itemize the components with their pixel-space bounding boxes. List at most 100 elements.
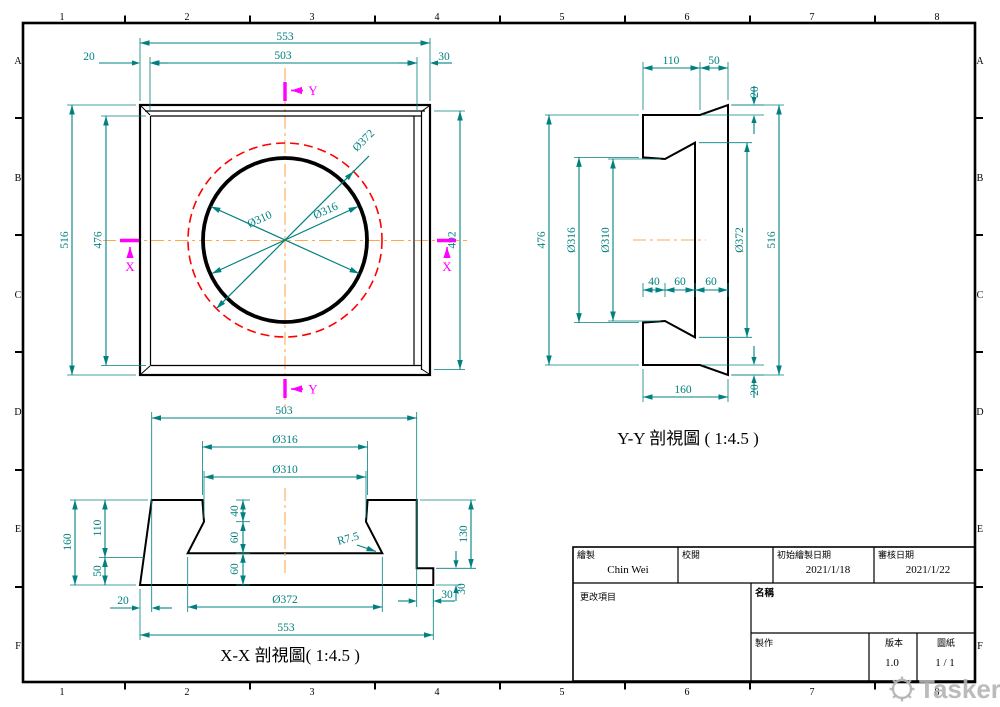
zone-col-label: 2	[185, 687, 190, 698]
zone-col-label: 6	[685, 687, 690, 698]
sheet-border: 1 2 3 4 5 6 7 8 1 2 3 4 5 6 7 8 A B C D …	[14, 12, 984, 698]
yy-part-outline	[642, 103, 729, 377]
dim-503-label: 503	[274, 50, 292, 62]
review-date-value: 2021/1/22	[906, 564, 951, 576]
zone-row-label: E	[977, 524, 983, 535]
sheet-number-value: 1 / 1	[935, 657, 955, 669]
xx-dim-dia310: Ø310	[203, 464, 367, 518]
dim-30-horizontal-label: 30	[441, 589, 453, 601]
dim-dia316-label: Ø316	[566, 227, 578, 253]
zone-col-label: 5	[560, 12, 565, 23]
dim-476-label: 476	[93, 231, 105, 249]
dim-40-label: 40	[229, 505, 241, 517]
section-x-left-label: X	[125, 259, 135, 274]
dim-dia372-label: Ø372	[734, 227, 746, 253]
dim-130-label: 130	[458, 525, 470, 543]
zone-col-label: 1	[60, 687, 65, 698]
zone-col-label: 1	[60, 12, 65, 23]
dim-60-label: 60	[229, 532, 241, 544]
dim-dia310-label: Ø310	[600, 227, 612, 253]
dim-30-vertical-label: 30	[456, 583, 468, 595]
zone-row-label: F	[977, 641, 983, 652]
yy-dim-dia316: Ø316	[566, 156, 639, 324]
dim-553-label: 553	[277, 622, 295, 634]
flange-outer-edge	[138, 103, 432, 377]
review-date-label: 審核日期	[878, 549, 914, 560]
xx-dim-30-step-vertical: 30	[436, 551, 468, 601]
plan-dim-30: 30	[399, 51, 452, 66]
dim-dia310-label: Ø310	[246, 209, 274, 230]
title-block-grid	[573, 547, 975, 681]
yy-dim-dia310: Ø310	[600, 158, 661, 322]
yy-dim-516: 516	[732, 104, 784, 376]
plan-dim-20: 20	[83, 51, 168, 66]
dim-40-label: 40	[648, 276, 660, 288]
xx-dim-503: 503	[151, 405, 418, 612]
zone-row-label: C	[15, 290, 22, 301]
dim-dia310-label: Ø310	[272, 464, 298, 476]
radius-r75-label: R7.5	[336, 530, 361, 547]
plan-outline	[138, 103, 432, 377]
dim-30-label: 30	[438, 51, 450, 63]
xx-dim-30-step-horizontal: 30	[398, 589, 455, 607]
zone-row-label: B	[15, 173, 22, 184]
title-block: 繪製 Chin Wei 校閱 初始繪製日期 2021/1/18 審核日期 202…	[572, 546, 976, 682]
zone-row-label: F	[15, 641, 21, 652]
dim-20-label: 20	[83, 51, 95, 63]
xx-dim-20: 20	[110, 589, 172, 640]
watermark-text: Tasker	[919, 674, 1000, 704]
zone-col-label: 7	[810, 12, 815, 23]
xx-radius-callout: R7.5	[336, 530, 377, 553]
zone-col-label: 6	[685, 12, 690, 23]
dim-20-label: 20	[117, 595, 129, 607]
bore-circle	[201, 156, 369, 324]
zone-col-label: 3	[310, 687, 315, 698]
zone-row-label: D	[14, 407, 21, 418]
dim-516-label: 516	[59, 231, 71, 249]
title-block-frame	[572, 546, 976, 682]
yy-dim-40-60-60: 40 60 60	[642, 276, 729, 297]
xx-dim-40-60-60: 40 60 60	[229, 499, 250, 586]
zone-col-label: 8	[935, 687, 940, 698]
section-x-right-label: X	[442, 259, 452, 274]
dim-60-label: 60	[229, 563, 241, 575]
top-view: Ø310 Ø316 Ø372 553 503 20 30 516 476 492	[59, 31, 467, 407]
dim-dia372-label: Ø372	[351, 127, 378, 154]
zone-ticks	[15, 15, 983, 690]
initial-date-label: 初始繪製日期	[777, 549, 831, 560]
name-label: 名稱	[755, 587, 775, 599]
dim-dia372-label: Ø372	[272, 594, 298, 606]
changes-label: 更改項目	[580, 591, 616, 602]
yy-caption: Y-Y 剖視圖 ( 1:4.5 )	[617, 429, 759, 448]
drawn-by-label: 繪製	[577, 549, 595, 560]
yy-dim-20-bottom: 20	[702, 346, 764, 398]
yy-dim-476: 476	[536, 114, 639, 366]
xx-dim-130: 130	[420, 499, 476, 569]
dim-50-label: 50	[708, 55, 720, 67]
dim-553-label: 553	[276, 31, 294, 43]
xx-dim-dia372: Ø372	[187, 557, 383, 612]
version-label: 版本	[885, 637, 903, 648]
yy-section: 110 50 20 476 Ø316 Ø310 Ø372 516 40 6	[536, 55, 784, 448]
section-y-top-label: Y	[308, 83, 318, 98]
version-value: 1.0	[885, 657, 899, 669]
plan-centerlines	[103, 68, 467, 407]
plan-dim-476: 476	[93, 115, 146, 366]
dim-50-label: 50	[92, 565, 104, 577]
zone-row-label: A	[14, 56, 22, 67]
zone-col-label: 5	[560, 687, 565, 698]
section-y-bottom-label: Y	[308, 382, 318, 397]
dim-476-label: 476	[536, 231, 548, 249]
xx-section: 503 Ø316 Ø310 160 110 50 40 60 60 R7.5 1…	[62, 405, 476, 665]
sheet-number-label: 圖紙	[937, 637, 955, 648]
xx-dim-160-110-50: 160 110 50	[62, 499, 148, 586]
xx-dim-553: 553	[140, 589, 434, 640]
dim-110-label: 110	[92, 519, 104, 536]
yy-dim-dia372: Ø372	[699, 142, 752, 338]
dim-60-label: 60	[705, 276, 717, 288]
zone-row-label: A	[976, 56, 984, 67]
drawn-by-value: Chin Wei	[607, 564, 648, 576]
zone-row-label: E	[15, 524, 21, 535]
zone-col-label: 4	[435, 687, 440, 698]
